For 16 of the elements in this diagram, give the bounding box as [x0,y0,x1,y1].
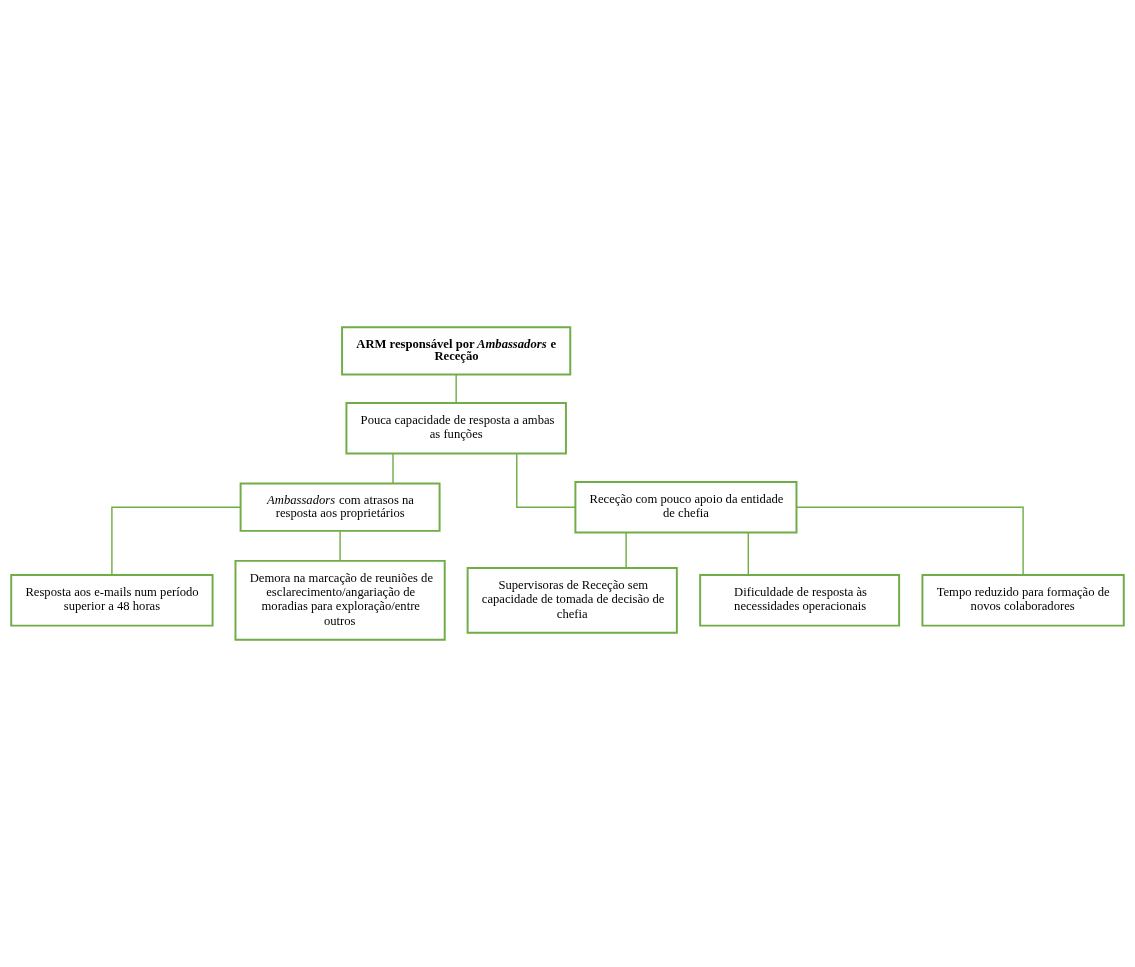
node-box: Ambassadors com atrasos na resposta aos proprietários [239,482,441,532]
connector [747,531,750,576]
connector [795,506,1024,576]
node-box: Pouca capacidade de resposta a ambas as funções [345,401,567,455]
connector [392,452,394,485]
node-box: Supervisoras de Receção sem capacidade de tomada de decisão de chefia [466,567,678,634]
connector [625,531,627,569]
node-box: Tempo reduzido para formação de novos colaboradores [921,574,1125,627]
connector [516,452,576,508]
connector [111,506,242,576]
node-box: Dificuldade de resposta às necessidades operacionais [699,574,901,627]
connector [455,374,457,404]
node-box: Demora na marcação de reuniões de esclarecimento/angariação de moradias para exploração/entre outros [234,559,446,641]
connector [339,530,341,562]
node-box: Receção com pouco apoio da entidade de chefia [574,480,798,534]
node-box: Resposta aos e-mails num período superior a 48 horas [10,574,214,627]
